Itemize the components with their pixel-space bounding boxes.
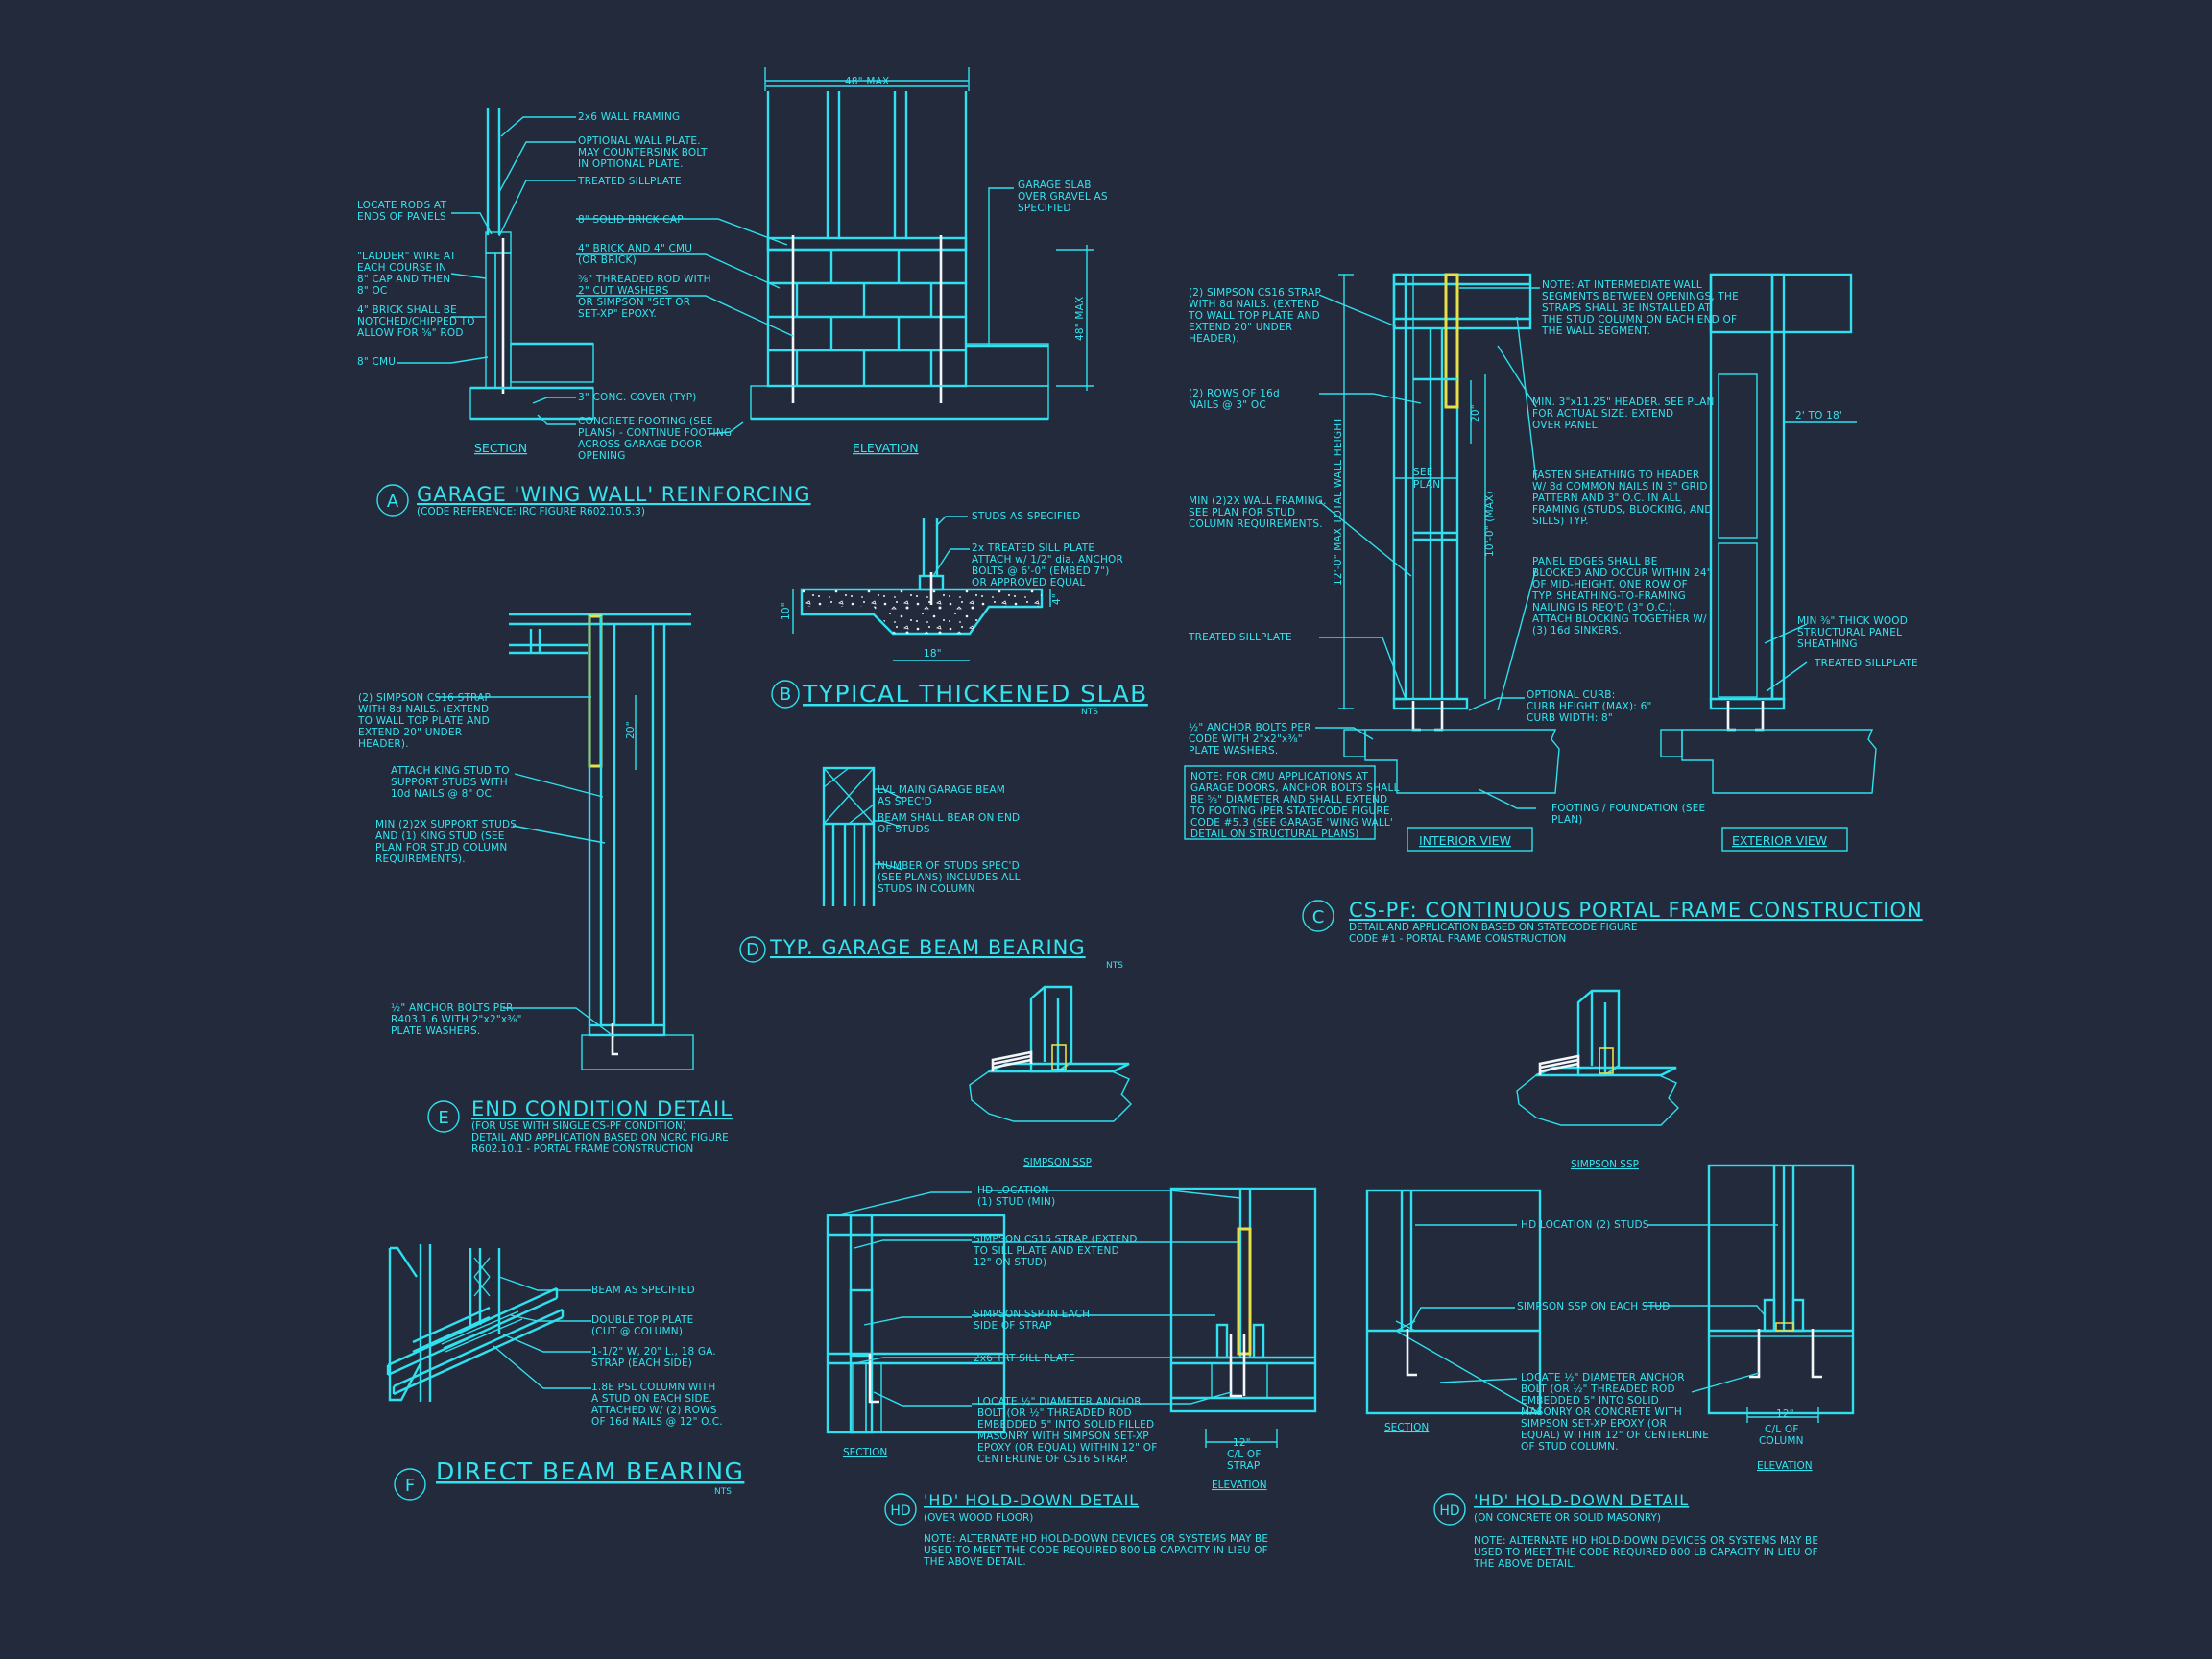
detail-hd2-bubble <box>1433 1493 1466 1526</box>
detail-c-interior-view-label: INTERIOR VIEW <box>1419 833 1511 848</box>
detail-hd1-section-label: SECTION <box>843 1447 887 1458</box>
detail-f-notes: BEAM AS SPECIFIED DOUBLE TOP PLATE (CUT … <box>591 1285 723 1428</box>
detail-a-dim-top: 48" MAX <box>845 76 889 87</box>
detail-e-notes: (2) SIMPSON CS16 STRAP WITH 8d NAILS. (E… <box>357 692 525 1037</box>
detail-a-title: GARAGE 'WING WALL' REINFORCING <box>417 483 811 506</box>
detail-f-bubble-letter: F <box>405 1476 415 1496</box>
detail-c-see-plan: SEE PLAN <box>1413 467 1440 491</box>
detail-hd2-on-concrete: SIMPSON SSP 1 <box>1365 989 1855 1570</box>
detail-c-interior-view-drawing: 12'-0" MAX TOTAL WALL HEIGHT 10'-0" (MAX… <box>1333 273 1560 794</box>
detail-hd1-dim: 12" C/L OF STRAP <box>1227 1437 1264 1472</box>
detail-a-leaders <box>397 116 1014 435</box>
detail-a-elevation-drawing: 48" MAX 48" MAX <box>750 67 1094 421</box>
detail-b-thickened-slab: 10" 4" 18" STUDS AS SPECIFIED 2x TREATED… <box>771 511 1148 717</box>
detail-a-bubble-letter: A <box>387 492 399 512</box>
detail-b-bubble-letter: B <box>780 685 791 705</box>
detail-c-notes-exterior: MIN ⅜" THICK WOOD STRUCTURAL PANEL SHEAT… <box>1797 615 1918 669</box>
detail-hd2-notes: HD LOCATION (2) STUDS SIMPSON SSP ON EAC… <box>1517 1219 1713 1453</box>
detail-hd2-note: NOTE: ALTERNATE HD HOLD-DOWN DEVICES OR … <box>1473 1535 1822 1570</box>
detail-c-interior-view-box <box>1407 827 1533 852</box>
detail-c-dim-20: 20" <box>1470 404 1481 422</box>
detail-hd1-bubble <box>884 1493 917 1526</box>
detail-d-nts: NTS <box>1106 961 1123 971</box>
detail-c-note-box-text: NOTE: FOR CMU APPLICATIONS AT GARAGE DOO… <box>1190 771 1403 840</box>
detail-d-garage-beam-bearing: LVL MAIN GARAGE BEAM AS SPEC'D BEAM SHAL… <box>739 766 1123 971</box>
detail-d-bubble-letter: D <box>746 940 759 960</box>
detail-a-elevation-label: ELEVATION <box>853 441 919 455</box>
detail-b-dim-bottom: 18" <box>924 648 942 660</box>
detail-hd2-ssp-iso <box>1516 989 1679 1126</box>
detail-hd1-note: NOTE: ALTERNATE HD HOLD-DOWN DEVICES OR … <box>923 1533 1272 1568</box>
detail-hd2-section-label: SECTION <box>1384 1422 1429 1433</box>
detail-hd2-subtitle: (ON CONCRETE OR SOLID MASONRY) <box>1474 1512 1661 1524</box>
detail-c-notes-right: NOTE: AT INTERMEDIATE WALL SEGMENTS BETW… <box>1531 279 1743 637</box>
detail-hd1-subtitle: (OVER WOOD FLOOR) <box>924 1512 1033 1524</box>
detail-c-dim-2to18: 2' TO 18' <box>1795 410 1842 421</box>
detail-hd1-bubble-letter: HD <box>890 1503 910 1519</box>
detail-f-direct-beam-bearing: BEAM AS SPECIFIED DOUBLE TOP PLATE (CUT … <box>386 1244 744 1501</box>
detail-a-subtitle: (CODE REFERENCE: IRC FIGURE R602.10.5.3) <box>417 506 645 517</box>
detail-b-dim-left: 10" <box>781 602 792 620</box>
detail-e-bubble-letter: E <box>438 1108 448 1128</box>
detail-hd1-notes: HD LOCATION (1) STUD (MIN) SIMPSON CS16 … <box>973 1185 1161 1465</box>
detail-e-end-condition: 20" (2) SIMPSON CS16 STRAP WITH 8d NAILS… <box>357 613 733 1155</box>
detail-hd2-section-drawing <box>1365 1189 1542 1415</box>
detail-a-notes-mid: 2x6 WALL FRAMING OPTIONAL WALL PLATE. MA… <box>577 111 735 462</box>
detail-hd1-elevation-label: ELEVATION <box>1212 1479 1267 1491</box>
detail-a-bubble <box>376 484 409 517</box>
detail-hd2-elevation-label: ELEVATION <box>1757 1460 1813 1472</box>
detail-e-title: END CONDITION DETAIL <box>471 1097 733 1120</box>
detail-c-dim-wall: 10'-0" (MAX) <box>1484 491 1496 557</box>
detail-b-notes: STUDS AS SPECIFIED 2x TREATED SILL PLATE… <box>972 511 1127 589</box>
detail-c-subtitle: DETAIL AND APPLICATION BASED ON STATECOD… <box>1349 922 1641 945</box>
detail-d-bubble <box>739 936 766 963</box>
detail-c-exterior-view-box <box>1721 827 1848 852</box>
detail-a-garage-wing-wall: 48" MAX 48" MAX LOCATE RODS AT ENDS OF P… <box>357 67 1111 517</box>
detail-e-dim-20: 20" <box>625 721 637 739</box>
detail-a-notes-right: GARAGE SLAB OVER GRAVEL AS SPECIFIED <box>1018 180 1111 214</box>
detail-hd2-ssp-label: SIMPSON SSP <box>1571 1159 1639 1170</box>
detail-c-note-footing: FOOTING / FOUNDATION (SEE PLAN) <box>1551 803 1709 826</box>
detail-hd2-title: 'HD' HOLD-DOWN DETAIL <box>1474 1491 1689 1509</box>
detail-f-nts: NTS <box>714 1487 732 1497</box>
detail-a-section-drawing <box>469 108 594 421</box>
detail-a-dim-side: 48" MAX <box>1074 297 1086 341</box>
detail-b-nts: NTS <box>1081 708 1098 717</box>
detail-e-subtitle: (FOR USE WITH SINGLE CS-PF CONDITION) DE… <box>471 1120 732 1155</box>
detail-c-exterior-view-drawing: 2' TO 18' <box>1660 273 1877 794</box>
detail-c-title: CS-PF: CONTINUOUS PORTAL FRAME CONSTRUCT… <box>1349 899 1923 922</box>
detail-hd1-ssp-iso <box>969 985 1132 1122</box>
detail-b-dim-right: 4" <box>1051 593 1063 605</box>
detail-hd2-elevation-drawing: 12" C/L OF COLUMN <box>1707 1164 1855 1447</box>
detail-hd2-bubble-letter: HD <box>1439 1503 1459 1519</box>
detail-d-notes: LVL MAIN GARAGE BEAM AS SPEC'D BEAM SHAL… <box>878 784 1023 895</box>
detail-a-notes-left: LOCATE RODS AT ENDS OF PANELS "LADDER" W… <box>357 200 478 368</box>
detail-c-notes-curb: OPTIONAL CURB: CURB HEIGHT (MAX): 6" CUR… <box>1527 689 1655 724</box>
detail-a-section-label: SECTION <box>474 441 527 455</box>
detail-d-title: TYP. GARAGE BEAM BEARING <box>769 936 1086 959</box>
detail-hd1-ssp-label: SIMPSON SSP <box>1023 1157 1092 1168</box>
detail-hd1-elevation-drawing: 12" C/L OF STRAP <box>1169 1187 1317 1472</box>
detail-c-notes-left: (2) SIMPSON CS16 STRAP WITH 8d NAILS. (E… <box>1188 287 1330 757</box>
detail-f-bubble <box>394 1468 426 1501</box>
detail-c-portal-frame: 12'-0" MAX TOTAL WALL HEIGHT 10'-0" (MAX… <box>1184 273 1923 945</box>
detail-hd2-dim: 12" C/L OF COLUMN <box>1759 1408 1804 1447</box>
detail-hd1-over-wood-floor: SIMPSON SSP <box>826 985 1317 1568</box>
detail-c-bubble <box>1302 900 1334 932</box>
detail-c-dim-total: 12'-0" MAX TOTAL WALL HEIGHT <box>1333 417 1344 586</box>
detail-hd1-title: 'HD' HOLD-DOWN DETAIL <box>924 1491 1139 1509</box>
detail-c-exterior-view-label: EXTERIOR VIEW <box>1732 833 1827 848</box>
detail-c-note-box <box>1184 765 1376 840</box>
detail-b-bubble <box>771 680 800 709</box>
detail-c-bubble-letter: C <box>1312 907 1325 927</box>
detail-f-title: DIRECT BEAM BEARING <box>436 1457 744 1485</box>
detail-e-bubble <box>427 1100 460 1133</box>
detail-b-title: TYPICAL THICKENED SLAB <box>802 680 1148 708</box>
